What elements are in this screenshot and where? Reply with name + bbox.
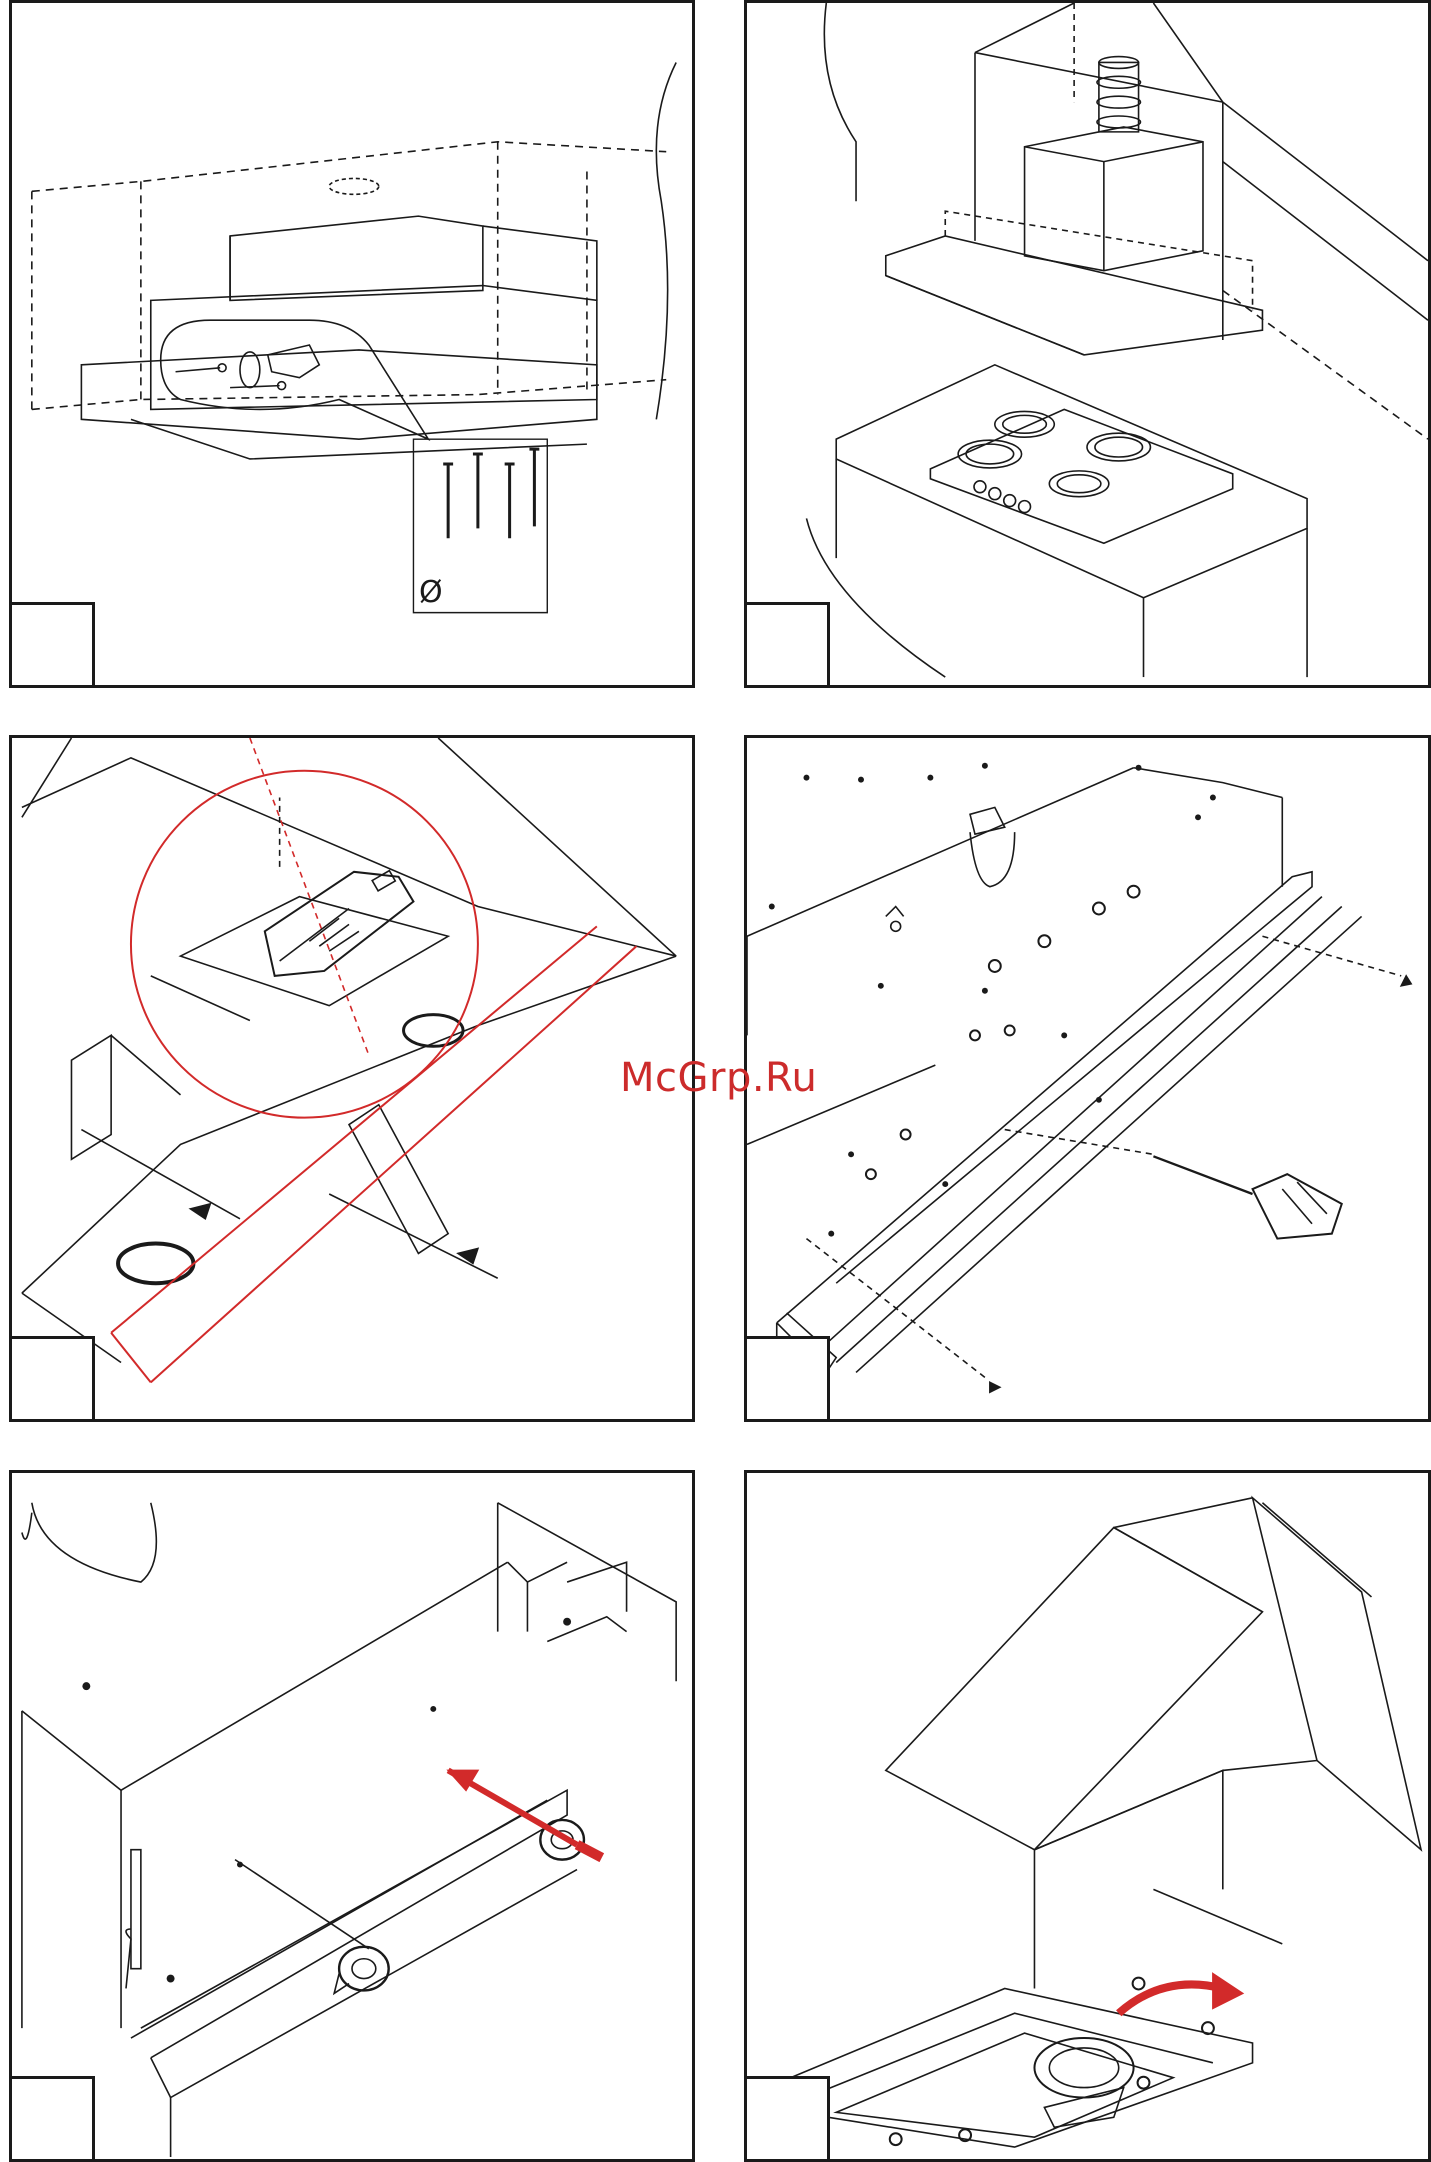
panel-1-illustration <box>12 3 692 685</box>
panel-6-illustration <box>747 1473 1428 2159</box>
step-number-box-4 <box>744 1336 830 1422</box>
step-number-box-2 <box>744 602 830 688</box>
panel-6 <box>744 1470 1431 2162</box>
diameter-symbol: Ø <box>419 575 443 610</box>
step-number-box-1 <box>9 602 95 688</box>
panel-2-illustration <box>747 3 1428 685</box>
panel-3-illustration <box>12 738 692 1419</box>
panel-1: Ø <box>9 0 695 688</box>
watermark: McGrp.Ru <box>620 1055 817 1101</box>
panel-4 <box>744 735 1431 1422</box>
step-number-box-5 <box>9 2076 95 2162</box>
step-number-box-3 <box>9 1336 95 1422</box>
panel-3 <box>9 735 695 1422</box>
panel-2 <box>744 0 1431 688</box>
panel-4-illustration <box>747 738 1428 1419</box>
panel-5 <box>9 1470 695 2162</box>
step-number-box-6 <box>744 2076 830 2162</box>
panel-5-illustration <box>12 1473 692 2159</box>
